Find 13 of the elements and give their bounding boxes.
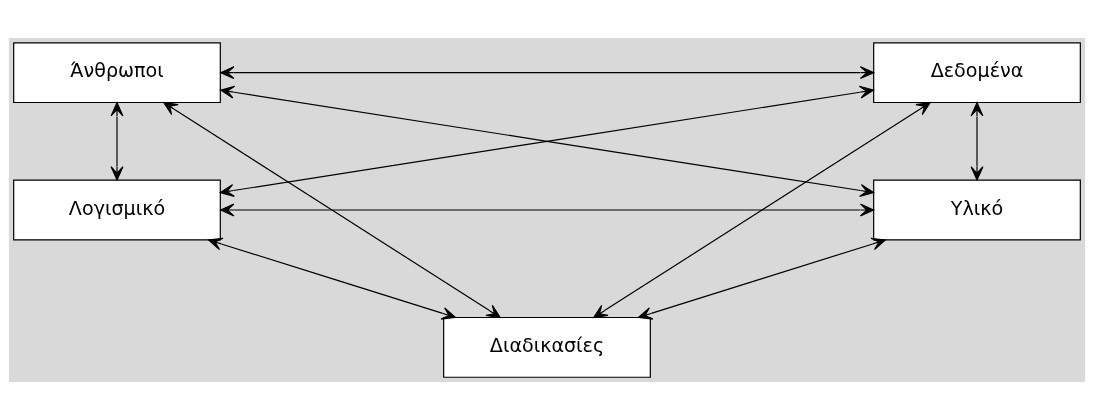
- arrow: [163, 101, 501, 318]
- arrow: [110, 101, 124, 180]
- arrow: [220, 65, 875, 79]
- arrow: [593, 101, 931, 318]
- arrow: [208, 237, 456, 320]
- node-box: Διαδικασίες: [443, 316, 651, 378]
- arrow: [220, 203, 875, 216]
- node-box: Υλικό: [873, 179, 1081, 240]
- node-box: Άνθρωποι: [13, 41, 221, 103]
- arrow: [970, 101, 984, 180]
- node-box: Δεδομένα: [873, 41, 1081, 103]
- node-box: Λογισμικό: [13, 179, 221, 240]
- arrow: [638, 237, 886, 320]
